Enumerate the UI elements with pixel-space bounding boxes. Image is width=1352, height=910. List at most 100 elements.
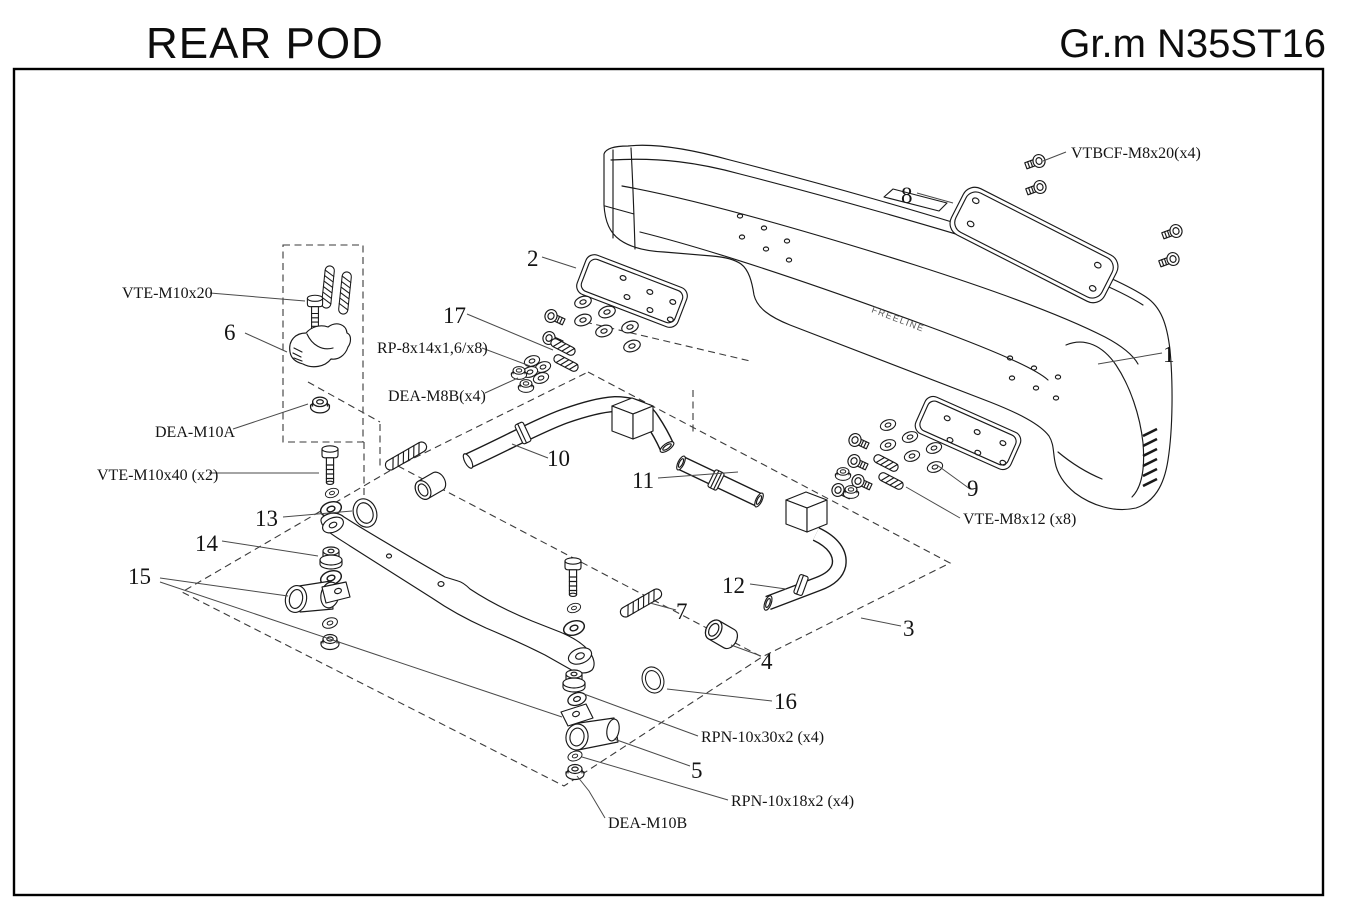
part-code-labels: VTE-M10x20 DEA-M10A VTE-M10x40 (x2) RP-8… bbox=[97, 145, 1201, 832]
bolt-vte-m10x40 bbox=[564, 557, 582, 597]
threaded-stud bbox=[548, 336, 578, 358]
part-5-clamp bbox=[560, 703, 620, 751]
washer bbox=[593, 322, 615, 340]
left-clamp-stack bbox=[284, 546, 351, 651]
group-box-part6 bbox=[282, 244, 364, 443]
spring bbox=[337, 270, 353, 316]
beam-right-mount-holes bbox=[1006, 355, 1062, 401]
doc-code: Gr.m N35ST16 bbox=[1059, 22, 1326, 66]
beam-top-tab bbox=[883, 188, 948, 212]
tube-12-bracket bbox=[785, 491, 828, 533]
callout-6: 6 bbox=[224, 320, 236, 345]
washer bbox=[619, 318, 641, 336]
part-9-plate bbox=[914, 395, 1022, 471]
bolt bbox=[1024, 178, 1049, 199]
washer bbox=[878, 417, 898, 433]
label-dea-m10b: DEA-M10B bbox=[608, 815, 687, 832]
dashed-connector-mid bbox=[584, 321, 751, 434]
washer bbox=[572, 311, 594, 329]
callout-9: 9 bbox=[967, 476, 979, 501]
part-7-spring bbox=[618, 586, 664, 620]
label-dea-m8b: DEA-M8B(x4) bbox=[388, 388, 486, 405]
spring bbox=[383, 439, 429, 473]
threaded-stud bbox=[551, 352, 581, 374]
part-15-clamp bbox=[284, 580, 351, 613]
bushing bbox=[411, 468, 450, 503]
callout-8: 8 bbox=[901, 183, 913, 208]
nut-dea-m10b bbox=[565, 763, 585, 781]
label-vtbcf-m8x20: VTBCF-M8x20(x4) bbox=[1071, 145, 1201, 162]
page-title: REAR POD bbox=[146, 19, 384, 68]
bumper-beam-assembly: FREELINE bbox=[603, 144, 1173, 511]
part-2-plate bbox=[576, 254, 688, 328]
callout-16: 16 bbox=[774, 689, 797, 714]
washer bbox=[565, 601, 583, 615]
label-vte-m10x20: VTE-M10x20 bbox=[122, 285, 213, 302]
bolt bbox=[845, 451, 871, 474]
beam-lower-contour bbox=[639, 231, 1049, 381]
washer bbox=[566, 748, 584, 764]
rubber-mount bbox=[319, 546, 343, 570]
part-8-plate bbox=[949, 186, 1119, 304]
callout-13: 13 bbox=[255, 506, 278, 531]
bolt bbox=[542, 306, 568, 329]
callout-12: 12 bbox=[722, 573, 745, 598]
tube-collar bbox=[514, 421, 532, 445]
bolt bbox=[1160, 222, 1185, 243]
threaded-stud bbox=[871, 452, 901, 474]
label-dea-m10a: DEA-M10A bbox=[155, 424, 235, 441]
part-1-pod-end bbox=[1057, 341, 1158, 498]
tube-collar bbox=[793, 574, 809, 596]
part-10-tube bbox=[462, 395, 675, 469]
spring bbox=[320, 264, 336, 310]
washer bbox=[878, 437, 898, 453]
washer bbox=[902, 448, 922, 464]
tube-coupler bbox=[707, 469, 725, 491]
part-11-tube bbox=[676, 455, 764, 508]
part-6-clamp bbox=[289, 323, 352, 368]
beam-mid-contour bbox=[621, 185, 1139, 365]
callout-numbers: 1 2 3 4 5 6 7 8 9 10 11 12 13 14 15 16 1… bbox=[128, 183, 1175, 783]
washer bbox=[621, 337, 643, 355]
nut bbox=[842, 485, 860, 499]
bolt bbox=[846, 430, 872, 453]
bolt bbox=[1023, 152, 1048, 173]
label-vte-m8x12: VTE-M8x12 (x8) bbox=[963, 511, 1076, 528]
mid-mount-stack bbox=[560, 557, 620, 781]
tube-10-bracket bbox=[611, 397, 654, 440]
callout-5: 5 bbox=[691, 758, 703, 783]
nut bbox=[834, 467, 852, 481]
callout-11: 11 bbox=[632, 468, 654, 493]
part-16-ring bbox=[637, 663, 669, 697]
washer bbox=[900, 429, 920, 445]
part-12-tube bbox=[763, 491, 847, 611]
callout-7: 7 bbox=[676, 599, 688, 624]
washer bbox=[323, 486, 341, 500]
leader-lines bbox=[159, 151, 1163, 819]
callout-4: 4 bbox=[761, 649, 773, 674]
nut-dea-m10a bbox=[309, 396, 331, 414]
washer bbox=[320, 615, 340, 631]
callout-17: 17 bbox=[443, 303, 466, 328]
part-6-group bbox=[289, 264, 353, 414]
part-13-14-arm bbox=[320, 512, 595, 674]
label-vte-m10x40: VTE-M10x40 (x2) bbox=[97, 467, 218, 484]
label-rpn-10x30x2: RPN-10x30x2 (x4) bbox=[701, 729, 824, 746]
bumper-beam-outline bbox=[603, 144, 1173, 511]
callout-1: 1 bbox=[1163, 342, 1175, 367]
nut bbox=[510, 366, 528, 380]
beam-foot-lines bbox=[604, 147, 636, 250]
hardware-cluster-17 bbox=[510, 306, 581, 393]
callout-2: 2 bbox=[527, 246, 539, 271]
callout-3: 3 bbox=[903, 616, 915, 641]
dashed-connector-left bbox=[307, 381, 381, 524]
callout-10: 10 bbox=[547, 446, 570, 471]
beam-left-mount-holes bbox=[736, 213, 793, 263]
threaded-stud bbox=[876, 470, 906, 492]
rubber-mount bbox=[562, 669, 586, 693]
drawing-border bbox=[12, 67, 1325, 897]
bolt-vte-m10x40 bbox=[321, 445, 339, 485]
callout-14: 14 bbox=[195, 531, 219, 556]
washer bbox=[925, 459, 945, 475]
